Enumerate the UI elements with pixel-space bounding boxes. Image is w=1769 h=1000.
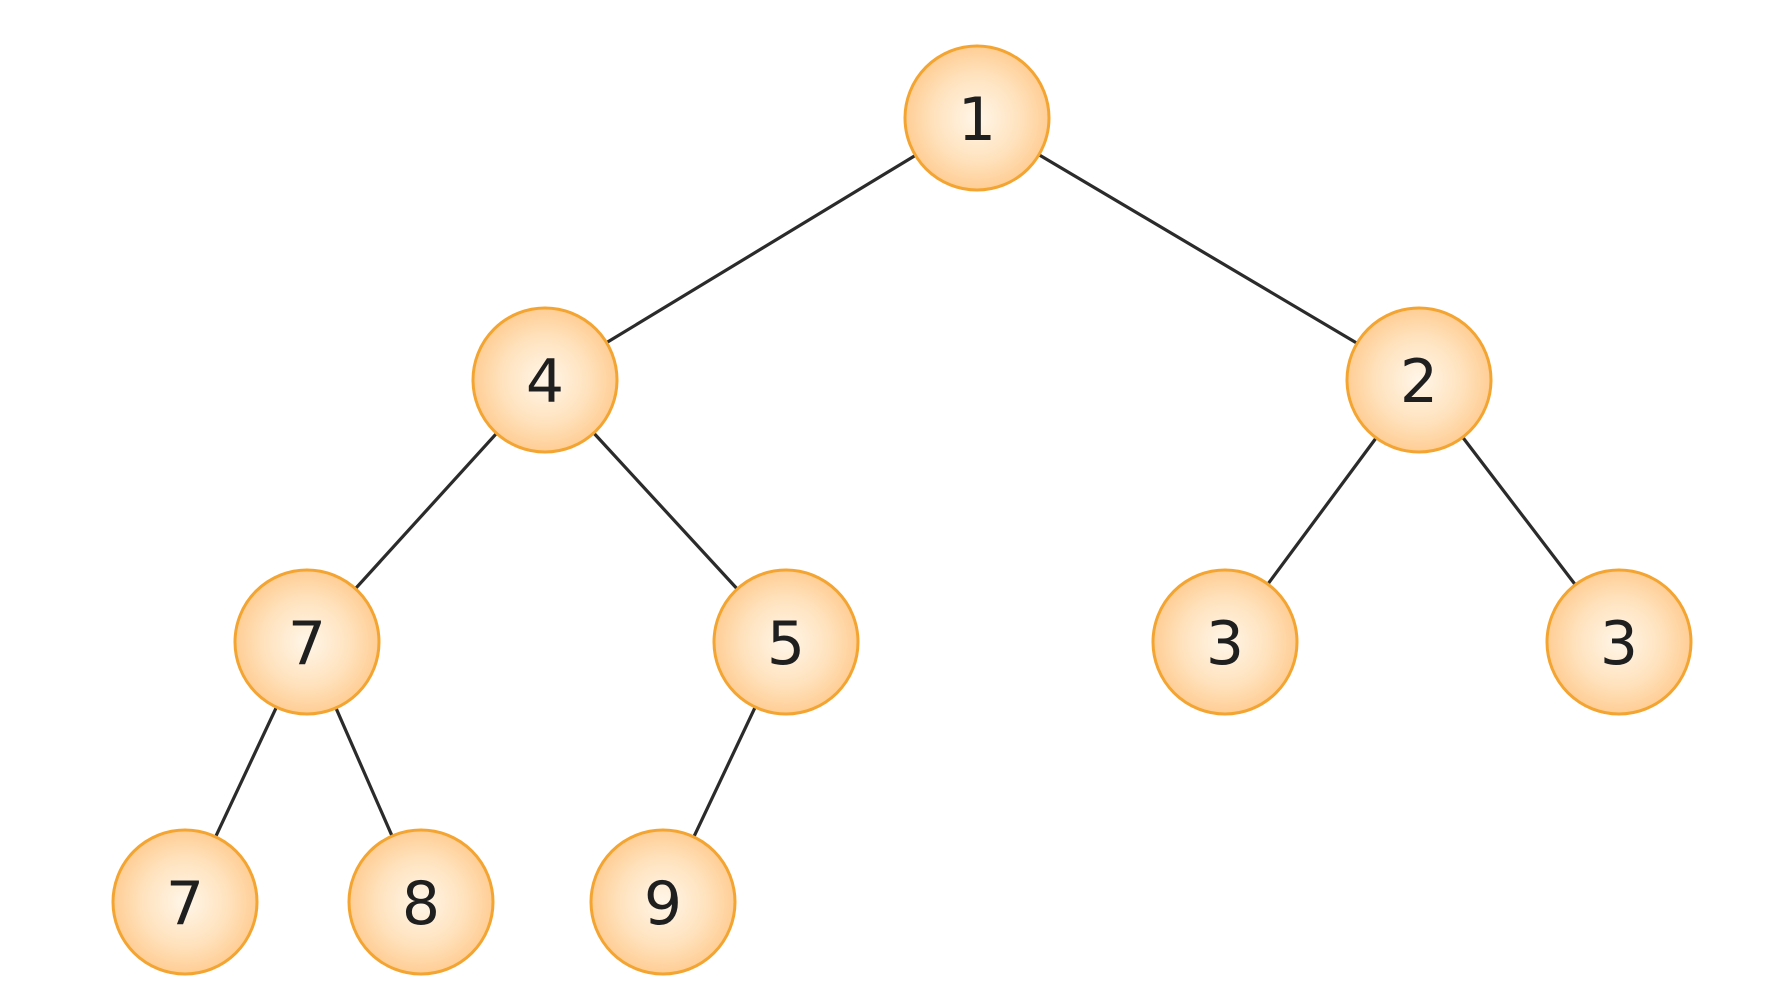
tree-node: 3 (1545, 568, 1693, 716)
node-label: 8 (402, 869, 440, 939)
node-label: 4 (526, 347, 564, 417)
edges-layer (213, 153, 1577, 839)
node-label: 3 (1206, 609, 1244, 679)
node-label: 5 (767, 609, 805, 679)
node-circle (712, 568, 860, 716)
tree-node: 5 (712, 568, 860, 716)
tree-node: 7 (233, 568, 381, 716)
node-circle (471, 306, 619, 454)
tree-edge-n1-n2 (604, 153, 918, 345)
node-circle (903, 44, 1051, 192)
tree-node: 9 (589, 828, 737, 976)
tree-edge-n5-n10 (692, 705, 757, 839)
tree-edge-n3-n6 (1266, 436, 1378, 586)
tree-node: 2 (1345, 306, 1493, 454)
tree-edge-n2-n5 (592, 431, 739, 591)
tree-node: 1 (903, 44, 1051, 192)
node-label: 2 (1400, 347, 1438, 417)
node-label: 7 (288, 609, 326, 679)
tree-node: 4 (471, 306, 619, 454)
node-circle (1345, 306, 1493, 454)
tree-edge-n4-n8 (213, 705, 279, 839)
node-circle (1545, 568, 1693, 716)
node-circle (1151, 568, 1299, 716)
node-label: 1 (958, 85, 996, 155)
tree-edge-n1-n3 (1037, 153, 1359, 345)
nodes-layer: 1 4 2 7 5 3 3 7 8 9 (111, 44, 1693, 976)
node-circle (347, 828, 495, 976)
tree-edge-n3-n7 (1461, 435, 1577, 587)
node-label: 9 (644, 869, 682, 939)
node-circle (233, 568, 381, 716)
tree-node: 7 (111, 828, 259, 976)
node-circle (111, 828, 259, 976)
tree-edge-n4-n9 (334, 706, 394, 838)
tree-node: 3 (1151, 568, 1299, 716)
node-label: 7 (166, 869, 204, 939)
node-circle (589, 828, 737, 976)
tree-node: 8 (347, 828, 495, 976)
tree-edge-n2-n4 (353, 431, 499, 591)
node-label: 3 (1600, 609, 1638, 679)
